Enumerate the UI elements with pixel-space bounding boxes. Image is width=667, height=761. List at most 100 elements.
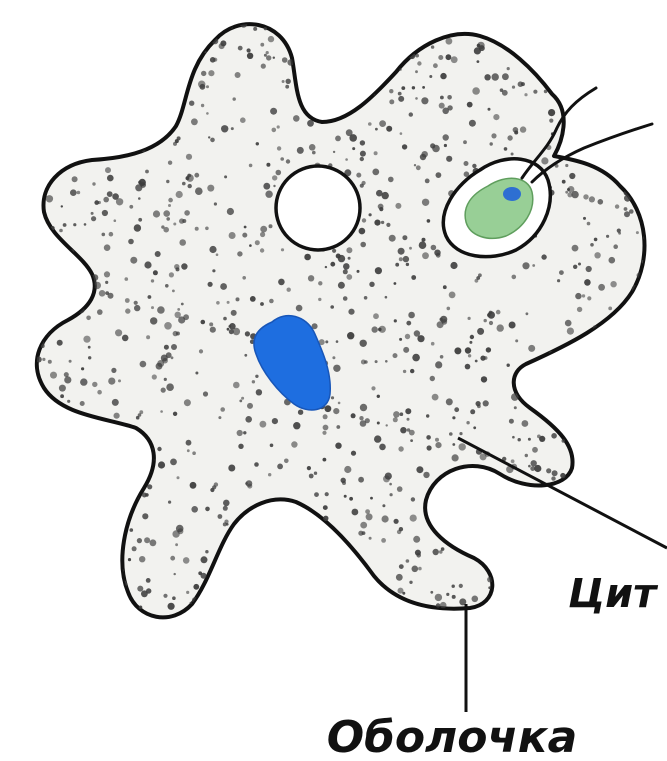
granule bbox=[417, 61, 421, 65]
granule bbox=[342, 600, 349, 607]
granule bbox=[462, 491, 469, 498]
granule bbox=[33, 523, 37, 527]
granule bbox=[576, 529, 581, 534]
granule bbox=[607, 87, 611, 91]
granule bbox=[338, 282, 345, 289]
granule bbox=[493, 114, 499, 120]
granule bbox=[74, 611, 77, 614]
granule bbox=[366, 621, 372, 627]
granule bbox=[626, 505, 632, 511]
granule bbox=[594, 252, 600, 258]
granule bbox=[395, 263, 399, 267]
granule bbox=[599, 95, 604, 100]
granule bbox=[61, 475, 64, 478]
granule bbox=[97, 579, 103, 585]
granule bbox=[266, 51, 269, 54]
granule bbox=[96, 575, 100, 579]
granule bbox=[263, 183, 270, 190]
granule bbox=[242, 276, 246, 280]
granule bbox=[504, 147, 508, 151]
granule bbox=[235, 72, 241, 78]
granule bbox=[57, 340, 63, 346]
granule bbox=[166, 180, 169, 183]
granule bbox=[587, 222, 591, 226]
granule bbox=[619, 111, 622, 114]
granule bbox=[173, 412, 177, 416]
granule bbox=[379, 207, 383, 211]
granule bbox=[94, 437, 101, 444]
granule bbox=[21, 477, 28, 484]
granule bbox=[528, 345, 535, 352]
granule bbox=[637, 391, 642, 396]
granule bbox=[164, 378, 167, 381]
granule bbox=[59, 229, 63, 233]
eyespot-icon bbox=[503, 187, 521, 201]
granule bbox=[433, 549, 439, 555]
granule bbox=[297, 28, 301, 32]
granule bbox=[431, 45, 434, 48]
granule bbox=[77, 191, 81, 195]
granule bbox=[39, 465, 42, 468]
granule bbox=[244, 226, 247, 229]
granule bbox=[57, 91, 64, 98]
granule bbox=[474, 549, 478, 553]
granule bbox=[374, 220, 380, 226]
granule bbox=[584, 279, 591, 286]
granule bbox=[63, 223, 67, 227]
granule bbox=[472, 596, 479, 603]
granule bbox=[228, 465, 235, 472]
granule bbox=[312, 151, 316, 155]
granule bbox=[638, 562, 642, 566]
granule bbox=[130, 528, 134, 532]
granule bbox=[411, 497, 415, 501]
granule bbox=[653, 355, 658, 360]
granule bbox=[590, 243, 594, 247]
granule bbox=[633, 328, 636, 331]
granule bbox=[238, 46, 243, 51]
granule bbox=[360, 87, 366, 93]
granule bbox=[107, 536, 114, 543]
granule bbox=[105, 281, 108, 284]
granule bbox=[233, 97, 236, 100]
granule bbox=[335, 136, 341, 142]
granule bbox=[465, 515, 468, 518]
granule bbox=[252, 380, 255, 383]
granule bbox=[38, 558, 41, 561]
granule bbox=[515, 570, 522, 577]
granule bbox=[444, 144, 447, 147]
granule bbox=[87, 40, 93, 46]
granule bbox=[532, 447, 538, 453]
granule bbox=[394, 319, 397, 322]
granule bbox=[373, 600, 378, 605]
granule bbox=[269, 224, 273, 228]
granule bbox=[534, 519, 541, 526]
granule bbox=[522, 420, 529, 427]
granule bbox=[443, 134, 449, 140]
granule bbox=[164, 322, 172, 330]
granule bbox=[544, 370, 549, 375]
granule bbox=[101, 98, 106, 103]
granule bbox=[33, 577, 36, 580]
granule bbox=[371, 586, 377, 592]
granule bbox=[213, 613, 217, 617]
granule bbox=[406, 321, 411, 326]
granule bbox=[644, 433, 649, 438]
granule bbox=[67, 545, 73, 551]
granule bbox=[183, 557, 190, 564]
granule bbox=[255, 375, 258, 378]
granule bbox=[34, 117, 39, 122]
granule bbox=[284, 459, 289, 464]
granule bbox=[528, 529, 531, 532]
granule bbox=[72, 176, 78, 182]
granule bbox=[496, 310, 501, 315]
granule bbox=[557, 512, 560, 515]
granule bbox=[51, 10, 54, 13]
granule bbox=[177, 528, 183, 534]
granule bbox=[548, 498, 551, 501]
granule bbox=[35, 547, 39, 551]
granule bbox=[370, 497, 373, 500]
granule bbox=[220, 40, 226, 46]
granule bbox=[281, 572, 284, 575]
granule bbox=[34, 203, 37, 206]
granule bbox=[20, 614, 26, 620]
